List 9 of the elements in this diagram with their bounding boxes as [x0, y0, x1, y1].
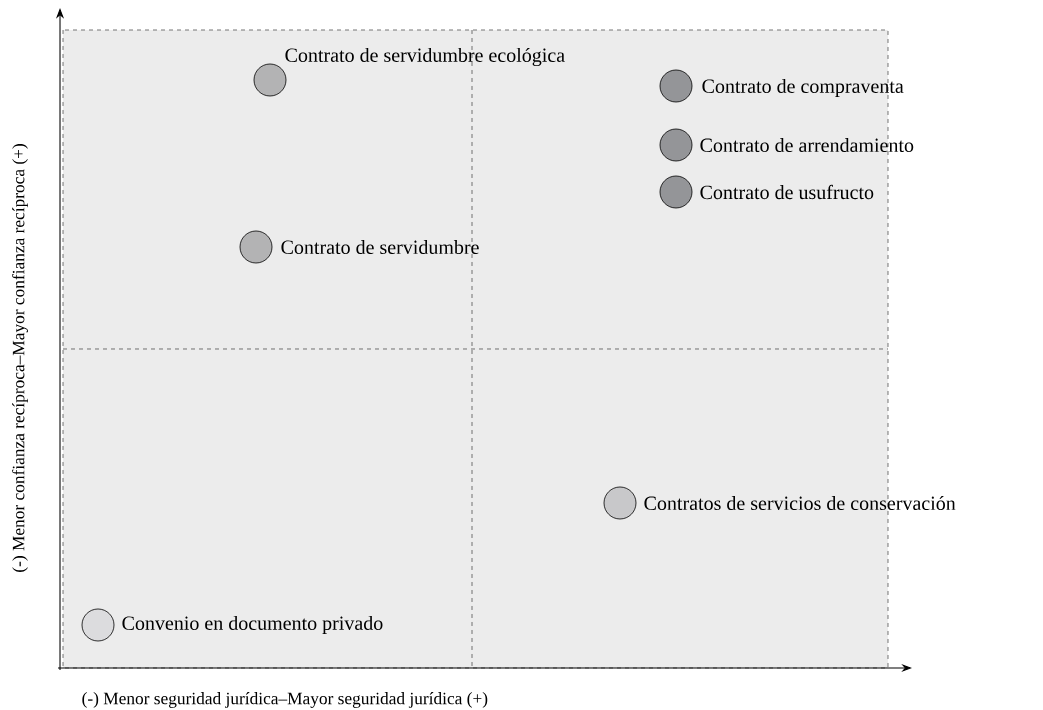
point-label: Contrato de servidumbre ecológica [285, 47, 565, 67]
point-label: Contrato de servidumbre [281, 239, 479, 255]
point-label: Contrato de usufructo [700, 184, 874, 200]
axis-label: (-) Menor confianza recíproca–Mayor confianza recíproca (+) [12, 144, 28, 572]
point-label: Contratos de servicios de conservación [644, 495, 956, 511]
point-label: Contrato de arrendamiento [700, 137, 914, 153]
point-label: Contrato de compraventa [702, 78, 904, 98]
point-label: Convenio en documento privado [122, 615, 383, 635]
axis-label: (-) Menor seguridad jurídica–Mayor seguridad jurídica (+) [82, 692, 488, 708]
